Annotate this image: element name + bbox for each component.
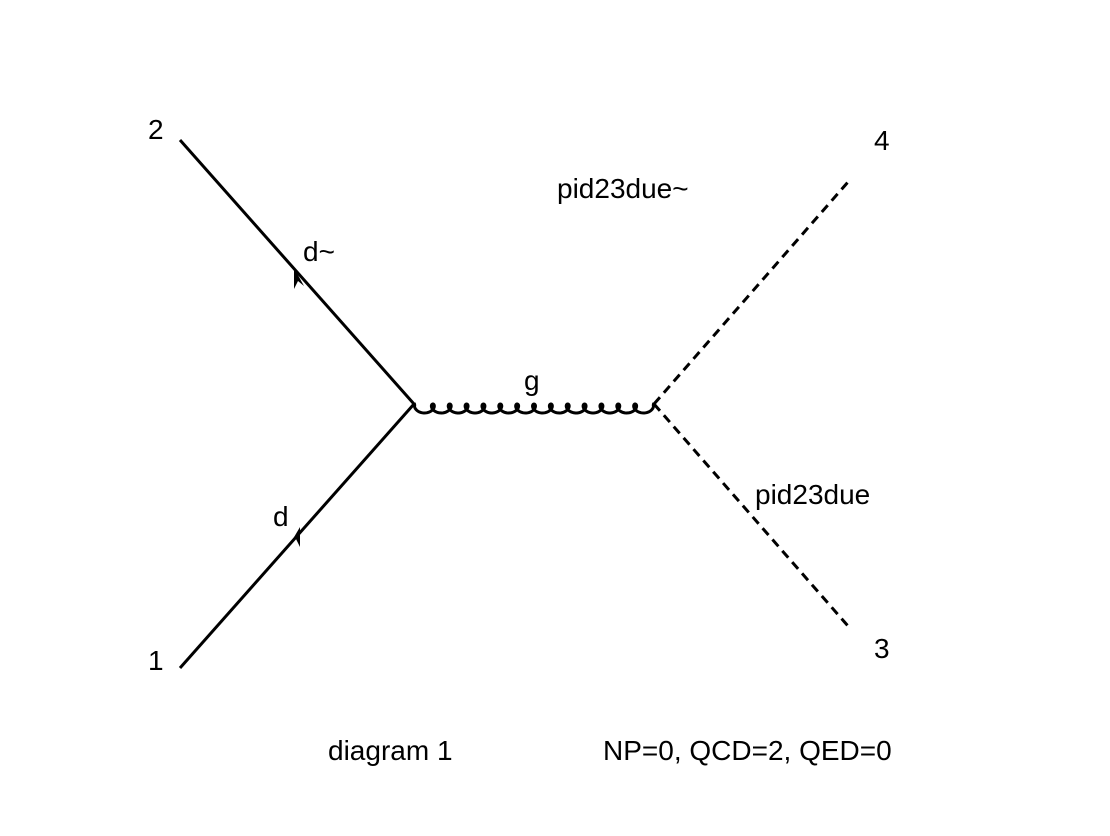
diagram-caption: diagram 1 [328,735,453,766]
scalar-line-pid23due-bar [652,181,850,405]
particle-label-d-bar: d~ [303,236,335,267]
particle-label-gluon: g [524,365,540,396]
scalar-line-pid23due [652,403,850,627]
arrow-d-bar-icon [294,268,304,289]
external-label-4: 4 [874,125,890,156]
particle-label-pid23due-bar: pid23due~ [557,173,689,204]
particle-label-d: d [273,501,289,532]
external-label-3: 3 [874,633,890,664]
coupling-orders: NP=0, QCD=2, QED=0 [603,735,892,766]
external-label-1: 1 [148,645,164,676]
arrow-d-icon [290,527,300,547]
gluon-line [413,402,655,415]
external-label-2: 2 [148,114,164,145]
particle-label-pid23due: pid23due [755,479,870,510]
quark-line-d-bar [178,139,416,405]
